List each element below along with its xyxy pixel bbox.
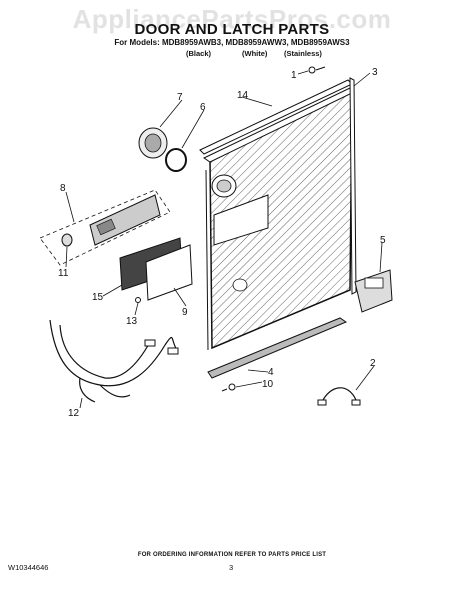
callout-8: 8 — [60, 183, 66, 194]
bottom-trim — [207, 317, 348, 379]
callout-15: 15 — [92, 292, 104, 303]
callout-3: 3 — [372, 67, 378, 78]
callout-1: 1 — [291, 70, 297, 81]
leader-lines — [65, 70, 383, 409]
variant-black: (Black) — [186, 49, 212, 58]
callout-6: 6 — [200, 102, 206, 113]
vent-gasket — [165, 148, 187, 172]
document-id: W10344646 — [8, 563, 49, 572]
callout-13: 13 — [126, 316, 138, 327]
wire-harness-12 — [49, 319, 179, 403]
door-latch — [354, 269, 393, 313]
watermark: AppliancePartsPros.com — [72, 4, 392, 34]
screw-1 — [308, 66, 326, 74]
callout-9: 9 — [182, 307, 188, 318]
screw-10 — [221, 383, 236, 392]
page-number: 3 — [229, 563, 234, 572]
variant-stainless: (Stainless) — [284, 49, 322, 58]
vent-cap — [138, 127, 168, 159]
page-title: DOOR AND LATCH PARTS — [134, 21, 330, 38]
ordering-note: FOR ORDERING INFORMATION REFER TO PARTS … — [137, 552, 327, 558]
callout-10: 10 — [262, 379, 274, 390]
wire-2 — [317, 387, 361, 406]
callout-14: 14 — [237, 90, 249, 101]
callout-11: 11 — [58, 268, 69, 279]
model-list: For Models: MDB8959AWB3, MDB8959AWW3, MD… — [114, 38, 350, 47]
side-strip — [349, 77, 357, 295]
callout-5: 5 — [380, 235, 386, 246]
knob-11 — [61, 233, 73, 247]
screw-13 — [135, 297, 141, 303]
variant-white: (White) — [242, 49, 268, 58]
callout-12: 12 — [68, 408, 80, 419]
dispenser-assembly — [39, 189, 171, 266]
callout-7: 7 — [177, 92, 183, 103]
door-panel — [202, 87, 355, 351]
callout-4: 4 — [268, 367, 274, 378]
control-board-9 — [145, 244, 193, 301]
callout-2: 2 — [370, 358, 376, 369]
